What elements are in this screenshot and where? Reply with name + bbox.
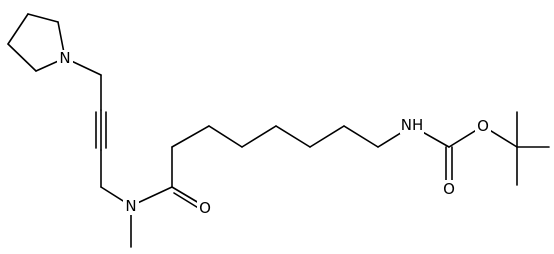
amide-n-label: N <box>125 197 136 215</box>
alkyl-chain <box>171 125 413 188</box>
carbamate-ester-o-label: O <box>477 117 489 135</box>
pyrrolidine-n-label: N <box>59 49 70 67</box>
carbonyl-bond-b <box>173 192 201 210</box>
bond <box>171 125 210 148</box>
amide-group <box>130 186 205 248</box>
bond <box>27 13 59 23</box>
bond <box>343 125 379 148</box>
carbamate-carbonyl-o-label: O <box>443 180 455 198</box>
bond <box>7 13 29 45</box>
butynyl-linker <box>64 57 132 207</box>
bond <box>309 125 345 148</box>
atom-labels: N N O NH O O <box>57 49 491 217</box>
bond <box>7 43 37 72</box>
bond <box>275 125 311 148</box>
bond <box>208 125 243 148</box>
pyrrolidine-ring <box>7 13 66 72</box>
bond <box>241 125 277 148</box>
boc-carbamate <box>411 111 550 188</box>
carbamate-nh-label: NH <box>401 116 424 134</box>
amide-o-label: O <box>199 199 211 217</box>
